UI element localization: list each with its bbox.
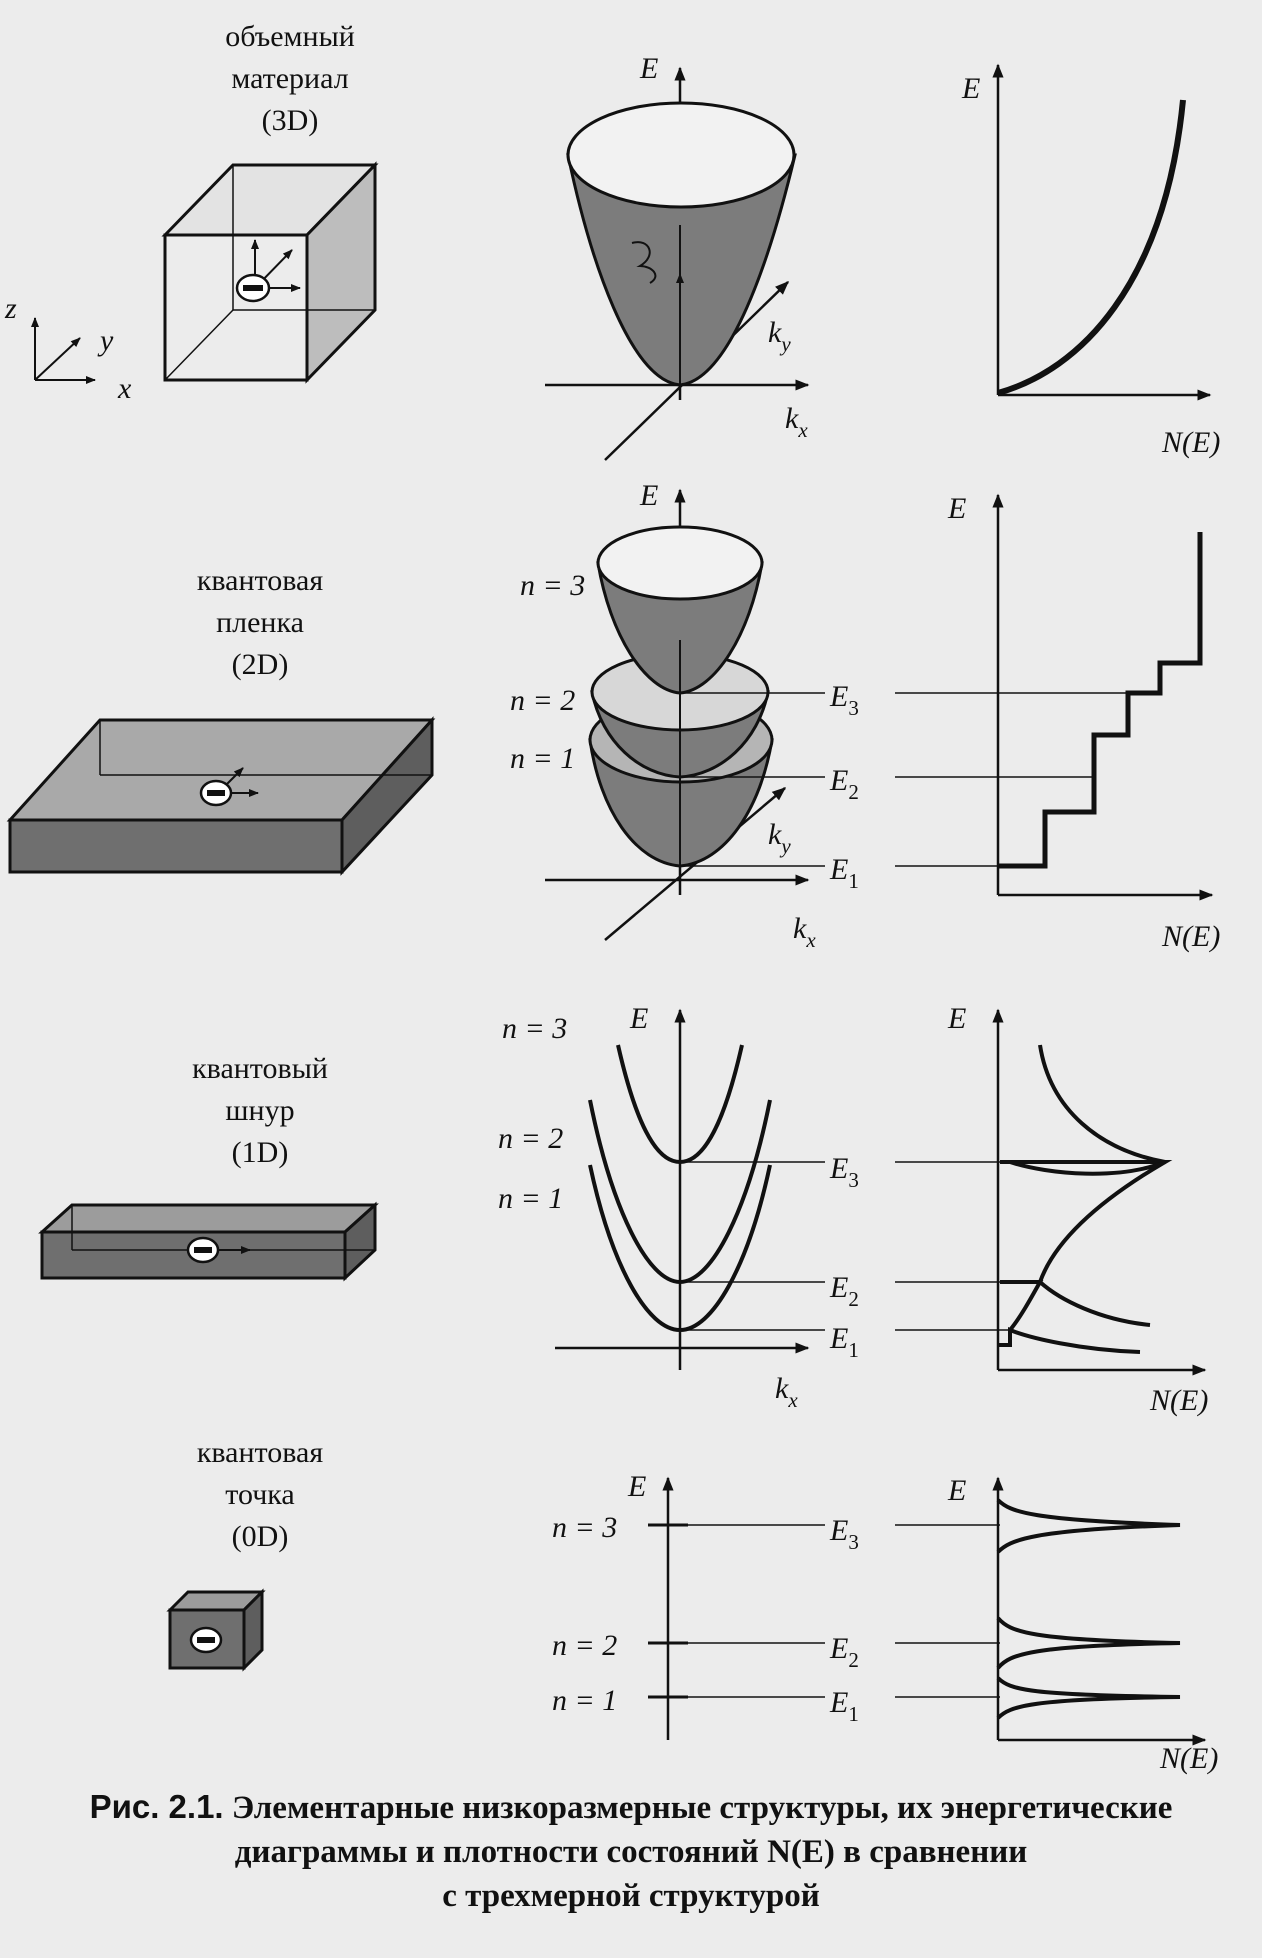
figure-drawing: z y x E ky kx E N(E) <box>4 52 1220 1775</box>
caption-line-3: с трехмерной структурой <box>442 1878 820 1914</box>
E1-label: E1 <box>829 1322 859 1362</box>
level-n3-label: n = 3 <box>552 1511 617 1544</box>
E1-label: E1 <box>829 853 859 893</box>
energy-axis-label: E <box>627 1470 646 1503</box>
energy-axis-label: E <box>639 52 658 85</box>
electron-icon <box>199 767 259 807</box>
caption-line-1: Элементарные низкоразмерные структуры, и… <box>231 1790 1173 1826</box>
level-n2-label: n = 2 <box>498 1122 563 1155</box>
caption-number: Рис. 2.1. <box>89 1788 224 1825</box>
label-2d: квантовая пленка (2D) <box>196 564 324 681</box>
label-0d: квантовая точка (0D) <box>196 1436 324 1553</box>
E3-label: E3 <box>829 1514 859 1554</box>
dos-plot-1d: E N(E) <box>947 1002 1208 1417</box>
dos-energy-label: E <box>947 492 966 525</box>
level-n3-label: n = 3 <box>502 1012 567 1045</box>
dos-plot-3d: E N(E) <box>961 63 1220 459</box>
band-diagram-1d: n = 3 n = 2 n = 1 E3 E2 E1 E kx <box>498 1002 1165 1412</box>
dos-energy-label: E <box>961 72 980 105</box>
E3-label: E3 <box>829 1152 859 1192</box>
dos-label: N(E) <box>1161 426 1220 459</box>
label-3d: объемный материал (3D) <box>225 20 355 137</box>
level-n2-label: n = 2 <box>510 684 575 717</box>
band-diagram-2d: n = 3 n = 2 n = 1 E3 E2 E1 E ky kx <box>510 479 1160 952</box>
quantum-dot-cube <box>166 1588 266 1672</box>
figure-caption: Рис. 2.1. Элементарные низкоразмерные ст… <box>0 1785 1262 1918</box>
level-n1-label: n = 1 <box>510 742 575 775</box>
ky-axis-label: ky <box>768 818 791 858</box>
level-n1-label: n = 1 <box>552 1684 617 1717</box>
band-diagram-3d: E ky kx <box>545 52 810 461</box>
band-diagram-0d: n = 3 n = 2 n = 1 E3 E2 E1 E <box>552 1470 1000 1740</box>
energy-axis-label: E <box>629 1002 648 1035</box>
axis-x-label: x <box>117 372 132 405</box>
electron-icon <box>186 1236 251 1264</box>
kx-axis-label: kx <box>775 1372 798 1412</box>
E3-label: E3 <box>829 680 859 720</box>
dos-energy-label: E <box>947 1474 966 1507</box>
axis-y-label: y <box>97 324 114 357</box>
dos-plot-2d: E N(E) <box>947 492 1220 953</box>
E2-label: E2 <box>829 764 859 804</box>
E2-label: E2 <box>829 1271 859 1311</box>
E1-label: E1 <box>829 1686 859 1726</box>
label-1d: квантовый шнур (1D) <box>192 1052 328 1169</box>
level-n1-label: n = 1 <box>498 1182 563 1215</box>
dos-label: N(E) <box>1159 1742 1218 1775</box>
E2-label: E2 <box>829 1632 859 1672</box>
dos-energy-label: E <box>947 1002 966 1035</box>
electron-icon <box>235 239 301 303</box>
axis-z-label: z <box>4 292 17 325</box>
energy-axis-label: E <box>639 479 658 512</box>
dos-label: N(E) <box>1161 920 1220 953</box>
caption-line-2: диаграммы и плотности состояний N(E) в с… <box>234 1834 1028 1870</box>
kx-axis-label: kx <box>785 402 808 442</box>
dos-label: N(E) <box>1149 1384 1208 1417</box>
level-n2-label: n = 2 <box>552 1629 617 1662</box>
quantum-wire <box>38 1201 379 1282</box>
bulk-cube <box>161 161 379 384</box>
electron-icon <box>189 1626 223 1654</box>
kx-axis-label: kx <box>793 912 816 952</box>
coordinate-axes: z y x <box>4 292 132 405</box>
dos-plot-0d: E N(E) <box>947 1474 1218 1775</box>
quantum-film-slab <box>6 716 436 876</box>
level-n3-label: n = 3 <box>520 569 585 602</box>
ky-axis-label: ky <box>768 316 791 356</box>
